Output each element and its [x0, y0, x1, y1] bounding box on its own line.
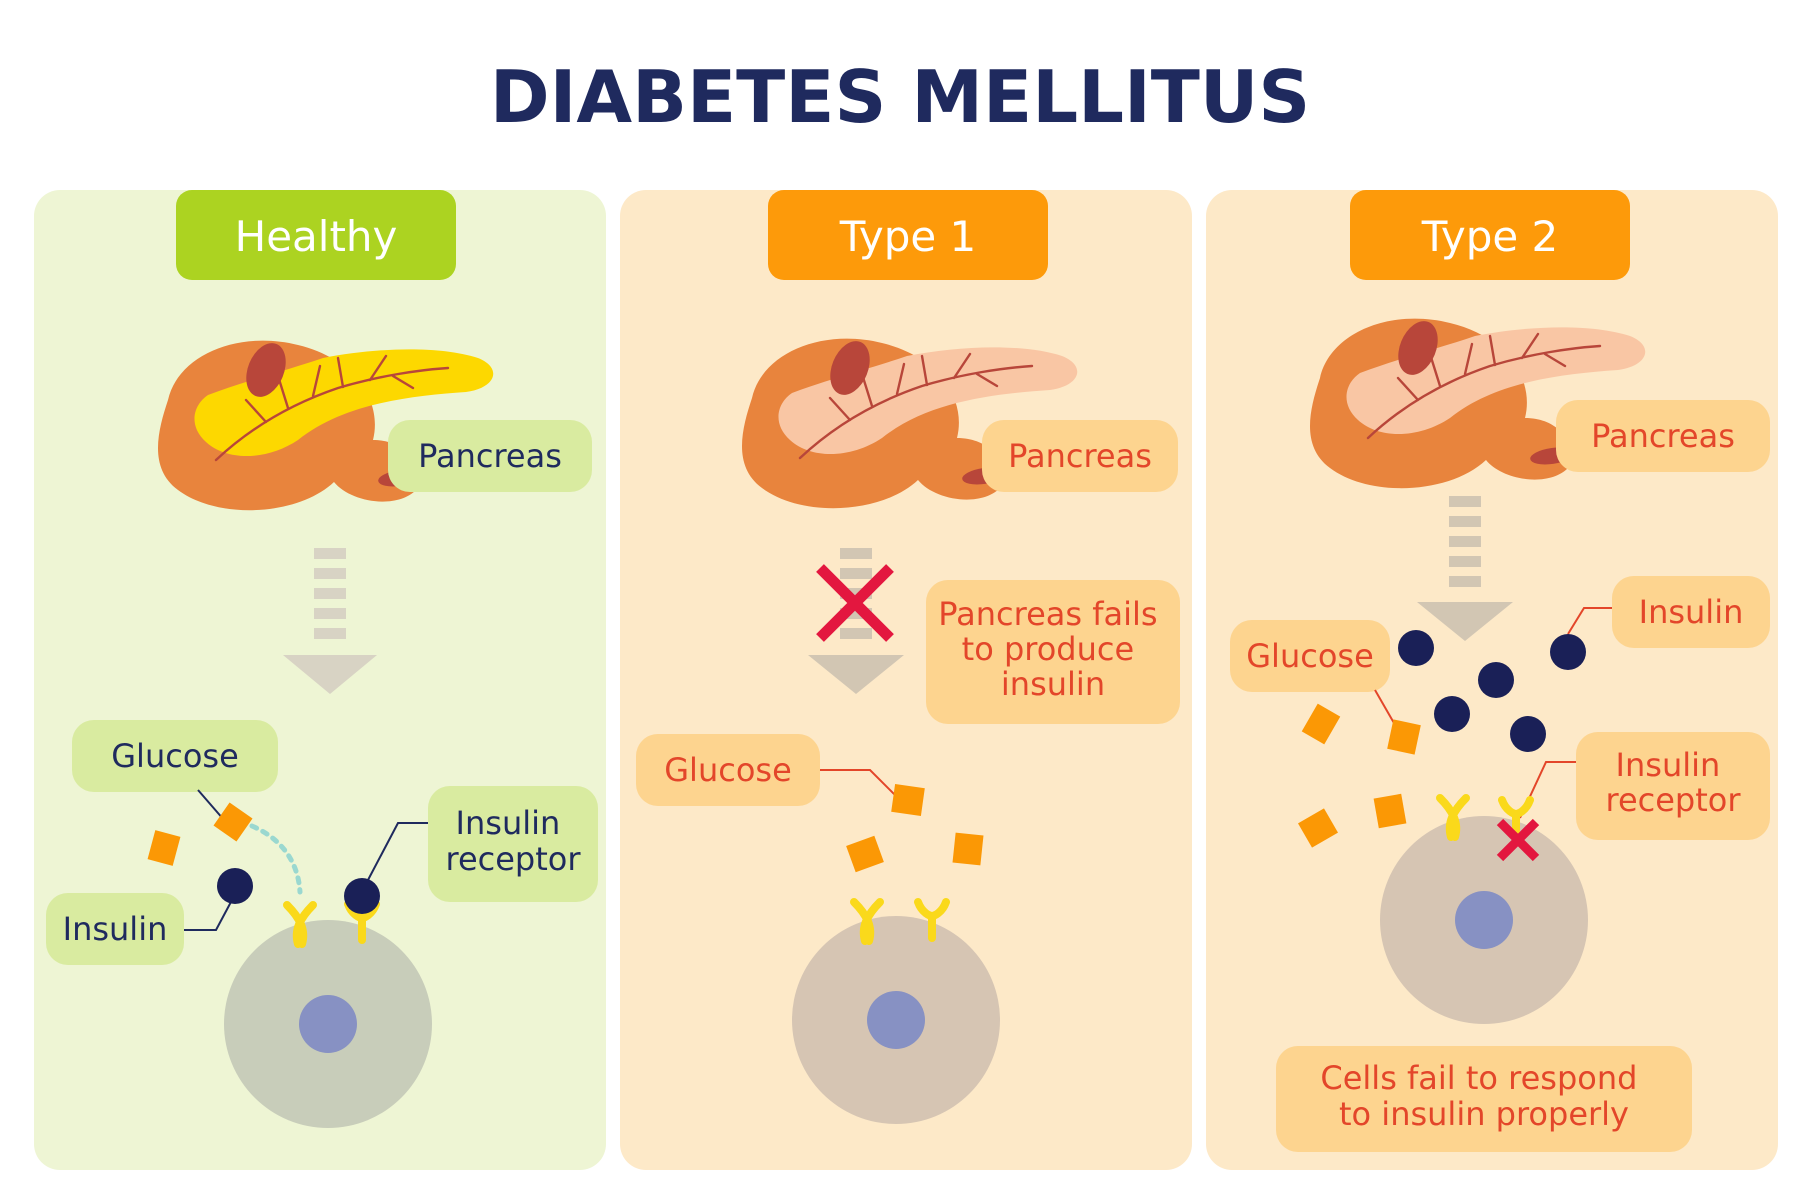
- label-cells-fail-line1: Cells fail to respond: [1320, 1059, 1637, 1097]
- cross-icon: [816, 564, 894, 642]
- label-insulin-receptor-line1: Insulin: [456, 804, 561, 842]
- cross-icon: [1496, 818, 1540, 862]
- glucose-icon: [213, 802, 253, 842]
- nucleus-icon: [1455, 891, 1513, 949]
- insulin-icon: [217, 868, 253, 904]
- glucose-icon: [952, 832, 984, 866]
- glucose-leader-line: [197, 789, 225, 821]
- glucose-icon: [1301, 703, 1341, 745]
- panel-type2: Type 2 Pancreas Insulin Glucose: [1206, 190, 1778, 1170]
- label-cells-fail: Cells fail to respond to insulin properl…: [1320, 1059, 1647, 1133]
- label-receptor-bg: [1576, 732, 1770, 840]
- label-response-bg: [1276, 1046, 1692, 1152]
- insulin-icon: [1398, 630, 1434, 666]
- label-failure-bg: [926, 580, 1180, 724]
- label-glucose: Glucose: [111, 737, 239, 775]
- label-pancreas-bg: [1556, 400, 1770, 472]
- receptor-icon: [1436, 794, 1470, 841]
- insulin-icon: [1434, 696, 1470, 732]
- label-pancreas: Pancreas: [1008, 437, 1152, 475]
- label-insulin-receptor-line1: Insulin: [1616, 746, 1721, 784]
- insulin-leader-line: [184, 899, 233, 931]
- tab-type2-label: Type 2: [1421, 212, 1559, 261]
- tab-type1-label: Type 1: [839, 212, 977, 261]
- label-insulin-receptor: Insulin receptor: [1605, 746, 1741, 819]
- panel-type1: Type 1 Pancreas Pancreas fails to produc…: [620, 190, 1192, 1170]
- insulin-icon: [1478, 662, 1514, 698]
- label-pancreas-fails: Pancreas fails to produce insulin: [938, 595, 1167, 703]
- nucleus-icon: [867, 991, 925, 1049]
- down-arrow-icon: [808, 548, 904, 694]
- receptor-icon: [850, 898, 884, 945]
- glucose-icon: [1298, 808, 1338, 848]
- label-glucose: Glucose: [664, 751, 792, 789]
- tab-healthy-label: Healthy: [235, 212, 398, 261]
- label-pancreas: Pancreas: [418, 437, 562, 475]
- label-insulin-bg: [1612, 576, 1770, 648]
- glucose-icon: [147, 830, 181, 866]
- insulin-icon: [1550, 634, 1586, 670]
- receptor-leader-line: [367, 822, 428, 881]
- down-arrow-icon: [1417, 496, 1513, 641]
- label-glucose-bg: [1230, 620, 1390, 692]
- insulin-leader-line: [1567, 607, 1612, 635]
- tab-healthy: [176, 190, 456, 280]
- label-insulin-receptor-line2: receptor: [445, 840, 581, 878]
- label-insulin-receptor: Insulin receptor: [445, 804, 581, 878]
- label-glucose-bg: [72, 720, 278, 792]
- label-cells-fail-line2: to insulin properly: [1339, 1095, 1629, 1133]
- label-glucose-bg: [636, 734, 820, 806]
- tab-type1: [768, 190, 1048, 280]
- page-title: DIABETES MELLITUS: [490, 55, 1310, 139]
- label-pancreas-bg: [388, 420, 592, 492]
- glucose-icon: [891, 784, 925, 816]
- label-glucose: Glucose: [1246, 637, 1374, 675]
- label-insulin-receptor-line2: receptor: [1605, 781, 1741, 819]
- insulin-icon: [1510, 716, 1546, 752]
- tab-type2: [1350, 190, 1630, 280]
- insulin-icon: [344, 878, 380, 914]
- down-arrow-icon: [283, 548, 377, 694]
- receptor-icon: [914, 898, 950, 942]
- glucose-icon: [1373, 793, 1407, 829]
- glucose-icon: [846, 835, 884, 873]
- label-pancreas-fails-line2: to produce: [962, 630, 1135, 668]
- receptor-icon: [283, 901, 317, 948]
- dotted-path-line: [249, 823, 303, 895]
- label-pancreas-fails-line1: Pancreas fails: [938, 595, 1157, 633]
- glucose-leader-line: [820, 769, 899, 799]
- label-insulin: Insulin: [63, 910, 168, 948]
- nucleus-icon: [299, 995, 357, 1053]
- label-receptor-bg: [428, 786, 598, 902]
- label-pancreas-fails-line3: insulin: [1001, 665, 1105, 703]
- label-insulin-bg: [46, 893, 184, 965]
- label-insulin: Insulin: [1639, 593, 1744, 631]
- label-pancreas: Pancreas: [1591, 417, 1735, 455]
- glucose-icon: [1387, 719, 1421, 755]
- receptor-icon: [344, 900, 380, 944]
- receptor-icon: [1498, 796, 1534, 836]
- panel-healthy: Healthy Pancreas Glucose Insulin Insulin…: [34, 190, 606, 1170]
- label-pancreas-bg: [982, 420, 1178, 492]
